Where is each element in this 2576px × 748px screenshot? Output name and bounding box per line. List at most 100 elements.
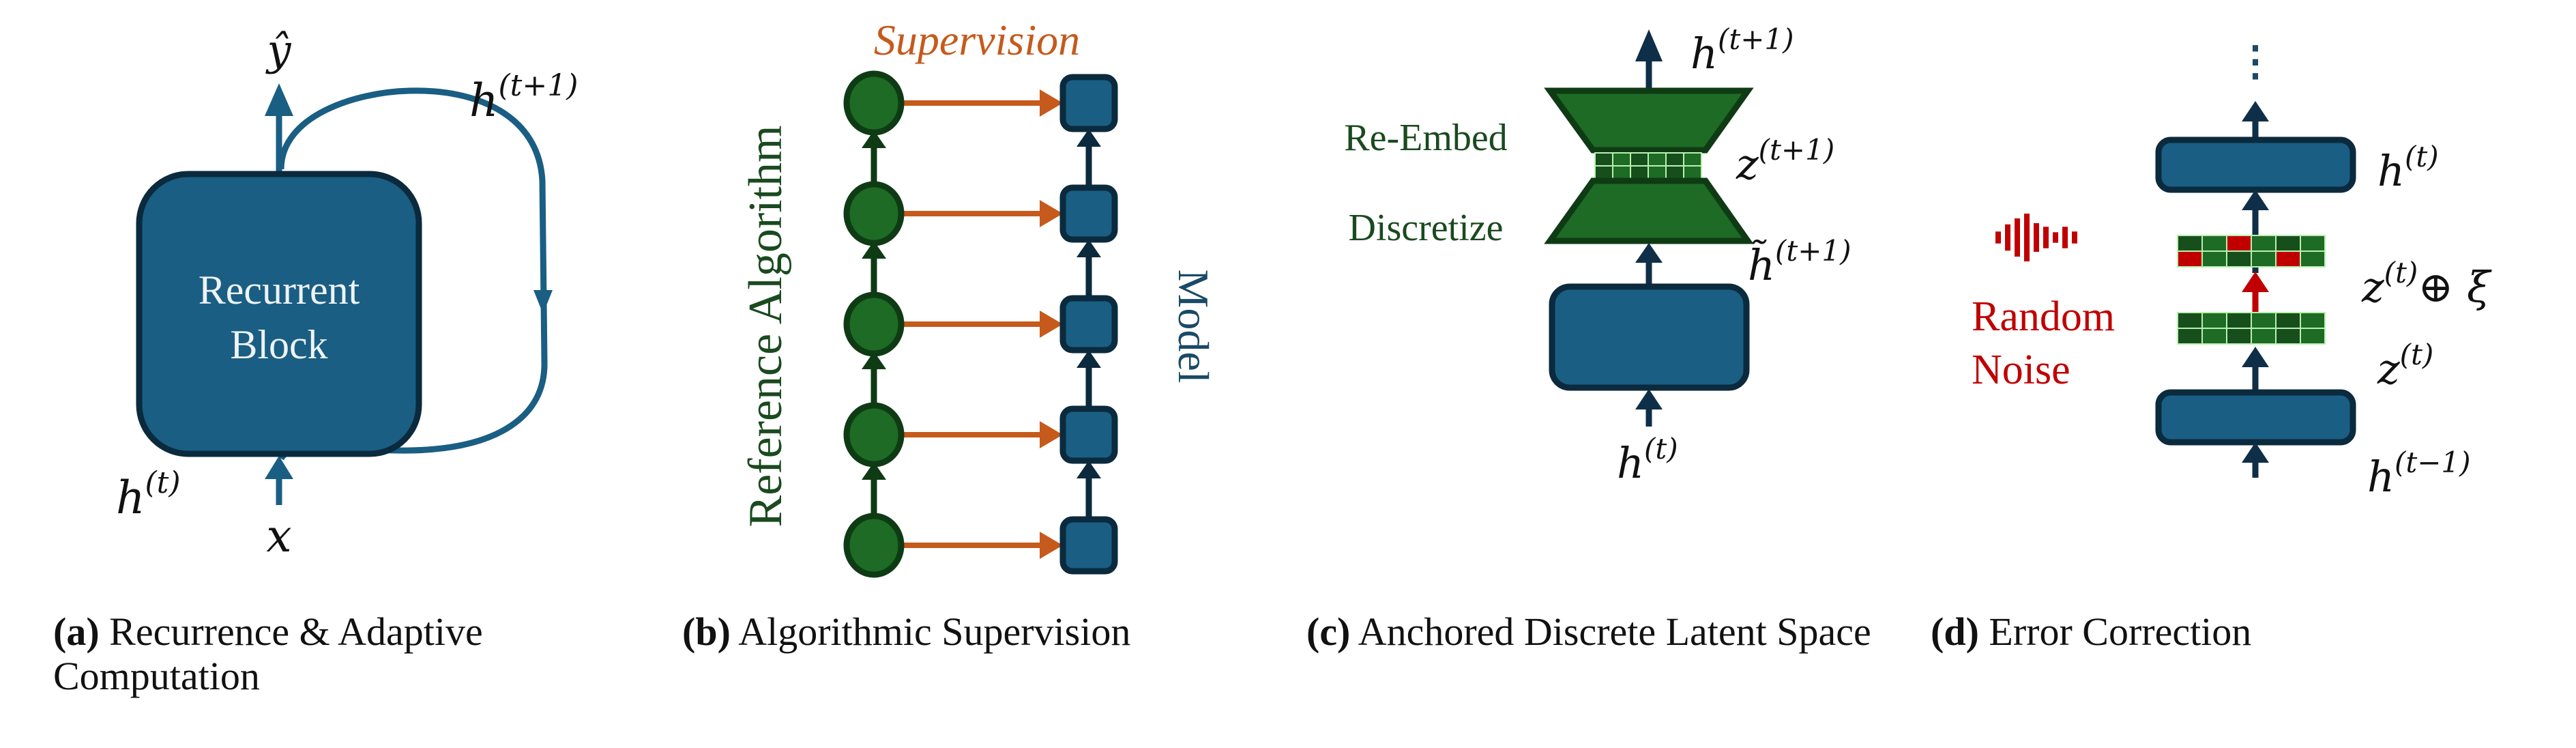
latent-label-z: z(t+1)	[1736, 133, 1834, 189]
latent-cell	[1594, 165, 1613, 179]
supervision-label: Supervision	[874, 16, 1080, 64]
model-state-node	[1059, 405, 1118, 464]
noise-label-line2: Noise	[1972, 347, 2070, 393]
discrete-latent-grid	[1594, 152, 1702, 179]
reference-arrowhead-icon	[862, 130, 886, 148]
latent-cell	[1683, 165, 1702, 179]
latent-cell	[1683, 152, 1702, 167]
latent-cell	[2300, 250, 2326, 268]
caption-a-line2: Computation	[53, 654, 260, 698]
noise-bar	[2043, 227, 2049, 248]
input-arrowhead-icon	[1635, 389, 1663, 409]
noise-arrowhead-icon	[2242, 272, 2269, 292]
supervision-arrowhead-icon	[1040, 532, 1063, 559]
input-arrowhead-icon	[265, 456, 293, 479]
supervision-arrowhead-icon	[1040, 421, 1063, 448]
noise-bar	[2062, 227, 2068, 248]
latent-cell	[2226, 250, 2252, 268]
latent-cell	[2201, 312, 2227, 329]
reference-arrowhead-icon	[862, 351, 886, 369]
reference-arrowhead-icon	[862, 462, 886, 480]
clean-latent-label: z(t)	[2377, 338, 2433, 394]
input-label-x: x	[266, 510, 291, 562]
supervision-arrowhead-icon	[1040, 89, 1063, 117]
model-arrowhead-icon	[1077, 240, 1101, 257]
output-label-yhat: ŷ	[265, 25, 291, 75]
noise-bar	[2034, 223, 2039, 252]
model-state-node	[1059, 516, 1118, 575]
supervision-arrowhead-icon	[1040, 311, 1063, 338]
middle-arrowhead-icon	[1635, 243, 1663, 263]
model-state-node	[1059, 184, 1118, 243]
reference-state-node	[843, 291, 905, 357]
reference-algorithm-label: Reference Algorithm	[740, 126, 792, 528]
latent-cell	[1648, 165, 1667, 179]
reference-state-node	[843, 402, 905, 468]
reference-state-node	[843, 513, 905, 578]
reference-arrowhead-icon	[862, 241, 886, 259]
model-state-node	[1059, 295, 1118, 354]
bottom-block-label-h: h(t−1)	[2367, 446, 2471, 502]
top-arrowhead-icon	[2242, 101, 2269, 121]
output-arrowhead-icon	[1635, 29, 1663, 61]
latent-cell	[1630, 152, 1649, 167]
latent-cell	[2177, 312, 2203, 329]
clean-arrowhead-icon	[2242, 347, 2269, 367]
reference-state-node	[843, 181, 905, 246]
noise-bar	[2053, 232, 2058, 243]
pre-latent-label-htilde: h̃(t+1)	[1748, 234, 1852, 290]
block-label-line2: Block	[230, 322, 327, 367]
latent-cell	[2251, 250, 2277, 268]
latent-cell	[2177, 328, 2203, 345]
latent-cell	[1648, 152, 1667, 167]
discretize-label: Discretize	[1349, 207, 1504, 249]
latent-cell	[2275, 328, 2301, 345]
latent-cell	[1594, 152, 1613, 167]
model-label: Model	[1169, 269, 1218, 383]
latent-cell	[1630, 165, 1649, 179]
clean-latent-grid	[2177, 312, 2326, 345]
panel-c: Re-Embed Discretize h(t+1) z(t+1) h̃(t+1…	[1306, 23, 1871, 654]
caption-b: (b) Algorithmic Supervision	[682, 609, 1130, 654]
latent-cell	[2226, 235, 2252, 252]
bottom-arrowhead-icon	[2242, 442, 2269, 463]
latent-cell	[2300, 328, 2326, 345]
latent-cell	[2251, 235, 2277, 252]
noisy-arrowhead-icon	[2242, 190, 2269, 210]
noise-bar	[1995, 231, 2001, 244]
latent-cell	[1612, 152, 1631, 167]
latent-cell	[2300, 312, 2326, 329]
re-embed-label: Re-Embed	[1344, 117, 1507, 159]
encoder-block	[1549, 283, 1750, 391]
state-label-h: h(t)	[116, 465, 181, 524]
model-arrowhead-icon	[1077, 129, 1101, 147]
latent-cell	[1665, 152, 1684, 167]
noise-waveform-icon	[1995, 214, 2077, 261]
noise-bar	[2005, 224, 2010, 251]
latent-cell	[2201, 235, 2227, 252]
latent-cell	[2226, 312, 2252, 329]
block-label-line1: Recurrent	[199, 268, 360, 313]
latent-cell	[2226, 328, 2252, 345]
latent-cell	[2201, 250, 2227, 268]
noise-bar	[2072, 231, 2077, 244]
output-label-h: h(t+1)	[1690, 23, 1794, 78]
reference-state-node	[843, 70, 905, 136]
latent-cell	[2251, 328, 2277, 345]
latent-cell	[2177, 250, 2203, 268]
latent-cell	[2251, 312, 2277, 329]
loop-label-h: h(t+1)	[469, 68, 578, 127]
panel-b: Supervision Reference Algorithm Model (b…	[682, 16, 1218, 654]
top-block-label-h: h(t)	[2377, 140, 2439, 196]
latent-cell	[2275, 250, 2301, 268]
noise-bar	[2024, 214, 2030, 261]
input-label-h: h(t)	[1617, 432, 1678, 488]
latent-cell	[1665, 165, 1684, 179]
supervision-arrowhead-icon	[1040, 200, 1063, 227]
recurrent-block	[136, 171, 422, 457]
model-state-node	[1059, 74, 1118, 132]
latent-cell	[2177, 235, 2203, 252]
model-arrowhead-icon	[1077, 350, 1101, 368]
noise-label-line1: Random	[1972, 293, 2115, 340]
